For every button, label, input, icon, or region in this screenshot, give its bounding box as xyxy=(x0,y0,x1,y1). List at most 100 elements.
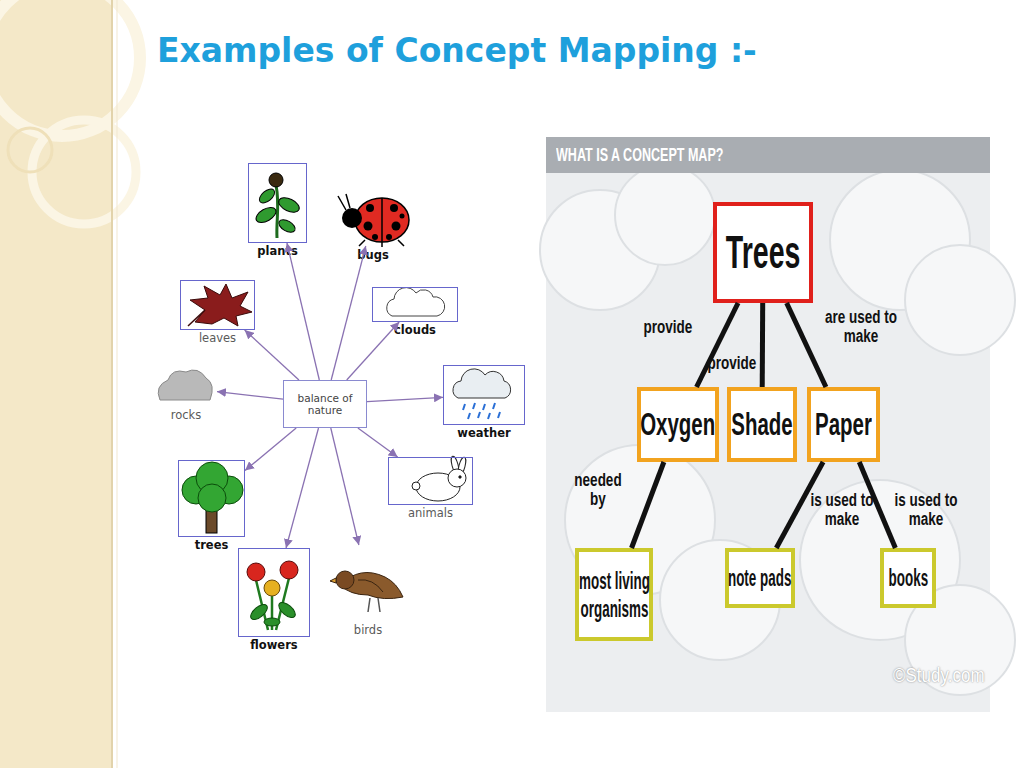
radial-arrow xyxy=(358,428,398,457)
picture-node: animals xyxy=(388,457,473,505)
strip-edge xyxy=(117,0,118,768)
link-line xyxy=(697,303,739,387)
rabbit-eye xyxy=(459,476,461,478)
flower-head xyxy=(280,561,298,579)
concept-text: Oxygen xyxy=(640,406,715,443)
strip-edge xyxy=(111,0,113,768)
slide-title: Examples of Concept Mapping :- xyxy=(157,34,757,67)
radial-arrow xyxy=(287,243,319,380)
picture-node: bugs xyxy=(335,190,411,246)
canopy-part xyxy=(198,484,226,512)
radial-arrow xyxy=(245,330,299,380)
radial-arrow xyxy=(286,428,318,548)
ladybug-spot xyxy=(386,234,392,240)
picture-node: birds xyxy=(330,545,406,621)
flower-leaf xyxy=(264,618,280,626)
radial-arrow xyxy=(347,322,399,380)
rabbit-illustration xyxy=(412,456,467,501)
link-label: is used to make xyxy=(803,491,881,529)
cloud-illustration xyxy=(387,288,445,316)
ladybug-head xyxy=(342,208,362,228)
bird-illustration xyxy=(330,571,403,612)
ladybug-spot xyxy=(392,222,401,231)
node-label: leaves xyxy=(199,332,236,345)
tree-illustration xyxy=(182,462,243,533)
bird-legs xyxy=(368,598,380,612)
node-label: plants xyxy=(257,245,297,258)
root-concept: Trees xyxy=(713,202,813,303)
ladybug-illustration xyxy=(338,194,409,247)
link-label: provide xyxy=(629,318,707,337)
radial-arrow xyxy=(245,428,296,471)
link-label: needed by xyxy=(572,471,625,509)
plant-leaf xyxy=(253,204,278,225)
picture-node: rocks xyxy=(155,370,217,406)
cloud-shape xyxy=(905,245,1015,355)
concept-box: Shade xyxy=(727,387,797,462)
radial-arrow xyxy=(331,428,359,545)
flower-illustration xyxy=(247,561,298,630)
picture-node: flowers xyxy=(238,548,310,637)
bird-beak xyxy=(330,578,336,583)
picture-node: plants xyxy=(248,163,307,243)
node-label: trees xyxy=(195,539,229,552)
plant-illustration xyxy=(253,173,301,238)
ladybug-spot xyxy=(400,214,405,219)
concept-text: Shade xyxy=(731,406,792,443)
ladybug-spot xyxy=(372,234,378,240)
node-label: balance of nature xyxy=(287,392,363,416)
link-line xyxy=(787,303,826,387)
picture-node: weather xyxy=(443,365,525,425)
ladybug-split xyxy=(381,198,383,242)
leaf-illustration xyxy=(188,284,252,326)
panel-clouds xyxy=(540,165,1015,695)
cloud-shape xyxy=(615,165,715,265)
central-concept: balance of nature xyxy=(283,380,367,428)
ladybug-spots xyxy=(364,204,405,240)
node-label: animals xyxy=(408,507,453,520)
link-line xyxy=(859,462,895,548)
node-label: bugs xyxy=(357,249,389,262)
concept-box: Oxygen xyxy=(637,387,719,462)
link-label: provide xyxy=(693,354,771,373)
strip-ornament xyxy=(0,0,140,136)
plant-flower xyxy=(269,173,283,187)
rabbit-head xyxy=(448,469,466,487)
ladybug-legs xyxy=(338,194,404,247)
node-label: weather xyxy=(457,427,510,440)
radial-arrow xyxy=(331,246,366,380)
ladybug-spot xyxy=(364,222,373,231)
concept-text: books xyxy=(888,564,928,592)
bird-head xyxy=(336,571,354,589)
flower-head xyxy=(264,580,280,596)
radial-arrow xyxy=(367,397,443,401)
flower-head xyxy=(247,563,265,581)
node-label: birds xyxy=(354,624,382,637)
link-line xyxy=(760,303,765,387)
node-label: clouds xyxy=(394,324,436,337)
node-label: rocks xyxy=(171,409,202,422)
rain-cloud xyxy=(453,369,511,398)
link-line xyxy=(632,462,664,548)
concept-box: most living organisms xyxy=(575,548,653,641)
connectors xyxy=(217,243,895,548)
concept-text: Paper xyxy=(815,406,872,443)
ladybug-spot xyxy=(390,204,398,212)
tree-canopy xyxy=(182,462,243,512)
concept-text: note pads xyxy=(728,564,791,592)
picture-node: leaves xyxy=(180,280,255,330)
ladybug-shell xyxy=(355,198,409,242)
concept-text: Trees xyxy=(726,226,801,279)
plant-leaf xyxy=(277,217,298,235)
picture-node: trees xyxy=(178,460,245,537)
panel-header-band xyxy=(546,137,990,173)
flower-leaf xyxy=(276,600,298,621)
concept-box: books xyxy=(880,548,936,608)
node-label: flowers xyxy=(250,639,297,652)
watermark: ©Study.com xyxy=(893,664,985,687)
panel-heading: WHAT IS A CONCEPT MAP? xyxy=(556,144,723,166)
bird-wing xyxy=(358,580,383,592)
